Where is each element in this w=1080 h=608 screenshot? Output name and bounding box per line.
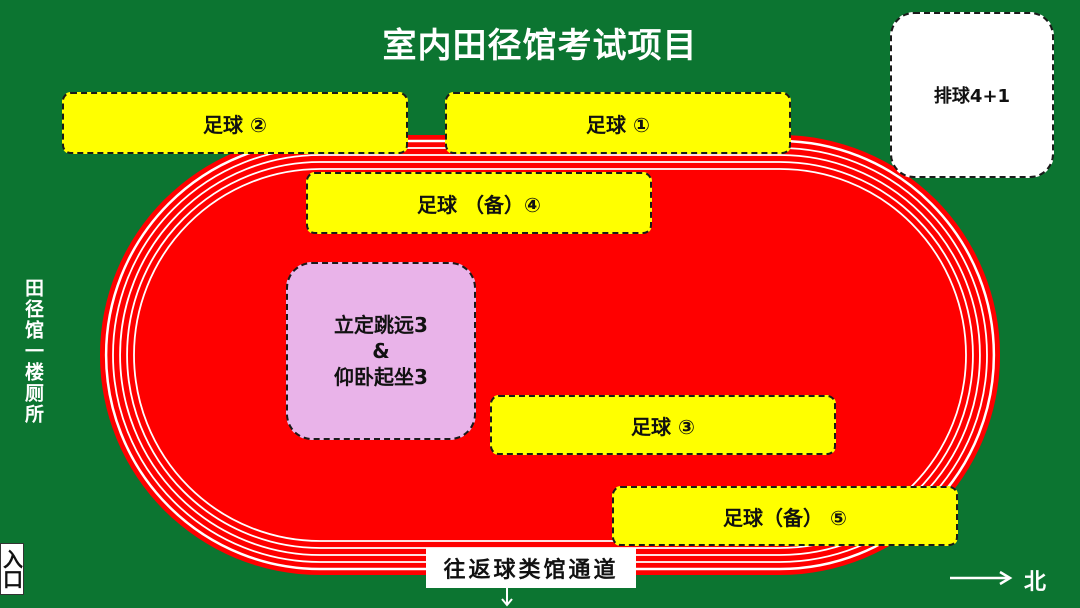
station-volleyball: 排球4+1 <box>890 12 1054 178</box>
station-label: 足球 ③ <box>631 414 695 439</box>
lane-line <box>126 161 974 549</box>
station-football-4-backup: 足球 （备）④ <box>306 172 652 234</box>
station-football-2: 足球 ② <box>62 92 408 154</box>
restroom-label: 田径馆一楼厕所 <box>22 278 44 425</box>
north-arrow-icon <box>950 570 1013 586</box>
passage-label: 往返球类馆通道 <box>426 548 636 588</box>
station-label: 足球 （备）④ <box>417 192 541 217</box>
lane-line <box>119 154 981 556</box>
entrance-label: 入口 <box>0 543 24 595</box>
lane-line <box>112 147 988 563</box>
north-label: 北 <box>1024 570 1047 595</box>
station-label: 足球 ① <box>586 112 650 137</box>
station-jump-situp: 立定跳远3 & 仰卧起坐3 <box>286 262 476 440</box>
station-label-line2: & <box>372 339 390 363</box>
lane-line <box>104 139 996 571</box>
station-label: 足球（备） ⑤ <box>723 505 847 530</box>
station-label-line1: 立定跳远3 <box>334 313 428 337</box>
station-label: 排球4+1 <box>933 86 1011 107</box>
station-label: 足球 ② <box>203 112 267 137</box>
station-football-5-backup: 足球（备） ⑤ <box>612 486 958 546</box>
station-label-line3: 仰卧起坐3 <box>334 365 428 389</box>
station-football-1: 足球 ① <box>445 92 791 154</box>
arrow-down-icon <box>501 588 513 607</box>
station-football-3: 足球 ③ <box>490 395 836 455</box>
page-title: 室内田径馆考试项目 <box>382 26 698 66</box>
